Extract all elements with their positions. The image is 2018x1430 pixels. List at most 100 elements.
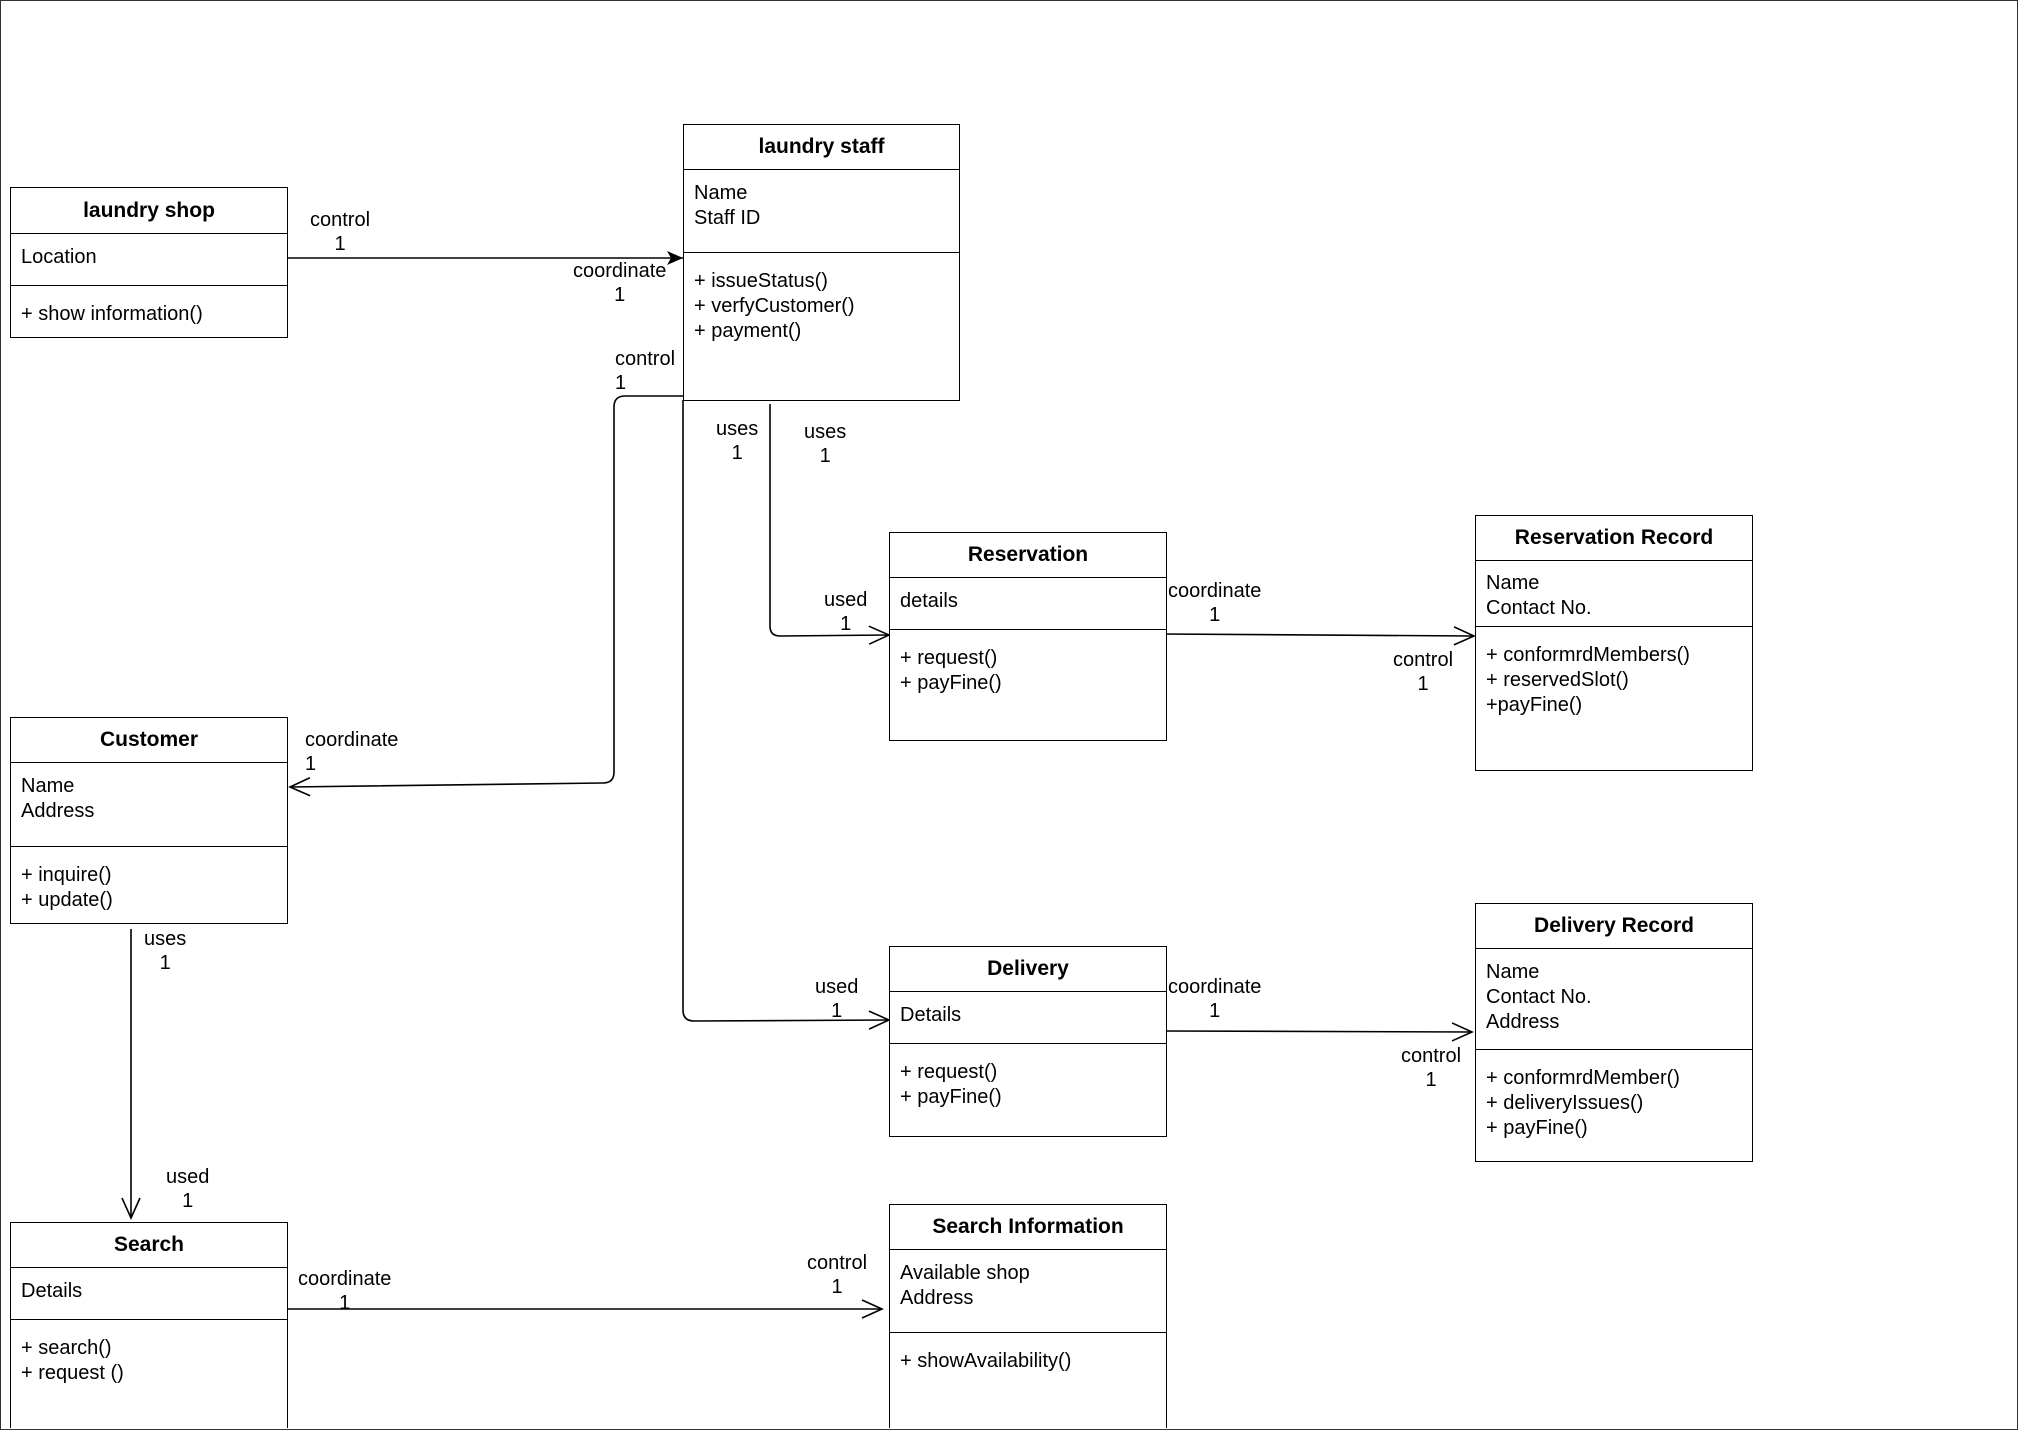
attribute: Name [694,182,748,204]
class-name: Delivery Record [1476,904,1752,949]
link-reservation-record [1160,626,1476,646]
class-customer[interactable]: Customer Name Address + inquire() + upda… [10,717,288,924]
attribute: Contact No. [1486,986,1592,1008]
class-attributes: details [890,578,1166,630]
class-laundry-shop[interactable]: laundry shop Location + show information… [10,187,288,338]
class-delivery[interactable]: Delivery Details + request() + payFine() [889,946,1167,1137]
role-name: control [1401,1045,1462,1067]
attribute: Contact No. [1486,597,1592,619]
class-name: Search [11,1223,287,1268]
multiplicity: 1 [159,952,171,974]
class-operations: + search() + request () [11,1320,287,1386]
role-name: used [824,589,868,611]
multiplicity: 1 [1209,1000,1221,1022]
class-name: Delivery [890,947,1166,992]
operation: + request() [900,647,998,669]
role-name: uses [804,421,847,443]
multiplicity: 1 [1417,673,1429,695]
class-name: laundry staff [684,125,959,170]
attribute: Address [900,1287,974,1309]
attribute: Available shop [900,1262,1030,1284]
operation: +payFine() [1486,694,1583,716]
operation: + request() [900,1061,998,1083]
label-delivery-record-target: control 1 [1401,1044,1461,1092]
role-name: uses [716,418,759,440]
role-name: coordinate [573,260,667,282]
attribute: Address [21,800,95,822]
role-name: coordinate [305,729,399,751]
role-name: control [310,209,371,231]
class-attributes: Available shop Address [890,1250,1166,1333]
class-operations: + showAvailability() [890,1333,1166,1374]
class-operations: + inquire() + update() [11,847,287,913]
multiplicity: 1 [334,233,346,255]
link-delivery-record [1165,1022,1474,1042]
operation: + show information() [21,303,203,325]
class-attributes: Name Contact No. [1476,561,1752,627]
class-search[interactable]: Search Details + search() + request () [10,1222,288,1428]
operation: + verfyCustomer() [694,295,855,317]
operation: + request () [21,1362,124,1384]
class-operations: + conformrdMember() + deliveryIssues() +… [1476,1050,1752,1141]
label-staff-reservation-target: used 1 [824,588,867,636]
role-name: control [1393,649,1454,671]
link-staff-delivery [682,400,891,1030]
class-reservation[interactable]: Reservation details + request() + payFin… [889,532,1167,741]
operation: + payment() [694,320,802,342]
role-name: coordinate [1168,580,1262,602]
label-search-info-target: control 1 [807,1251,867,1299]
label-customer-search-target: used 1 [166,1165,209,1213]
attribute: Address [1486,1011,1560,1033]
class-search-information[interactable]: Search Information Available shop Addres… [889,1204,1167,1428]
operation: + issueStatus() [694,270,828,292]
multiplicity: 1 [831,1000,843,1022]
multiplicity: 1 [840,613,852,635]
label-staff-customer-source: control 1 [615,347,675,395]
role-name: coordinate [1168,976,1262,998]
class-reservation-record[interactable]: Reservation Record Name Contact No. + co… [1475,515,1753,771]
operation: + payFine() [900,672,1002,694]
class-attributes: Location [11,234,287,286]
class-attributes: Name Address [11,763,287,847]
attribute: Location [21,246,97,268]
multiplicity: 1 [1425,1069,1437,1091]
label-customer-search-source: uses 1 [144,927,186,975]
operation: + payFine() [900,1086,1002,1108]
operation: + conformrdMembers() [1486,644,1690,666]
operation: + conformrdMember() [1486,1067,1680,1089]
operation: + deliveryIssues() [1486,1092,1644,1114]
class-laundry-staff[interactable]: laundry staff Name Staff ID + issueStatu… [683,124,960,401]
label-shop-staff-target: coordinate 1 [573,259,666,307]
multiplicity: 1 [339,1292,351,1314]
label-staff-reservation-source: uses 1 [804,420,846,468]
attribute: Details [21,1280,83,1302]
multiplicity: 1 [1209,604,1221,626]
label-staff-delivery-source: uses 1 [716,417,758,465]
operation: + search() [21,1337,112,1359]
class-name: Reservation Record [1476,516,1752,561]
operation: + update() [21,889,113,911]
class-operations: + show information() [11,286,287,327]
attribute: Name [21,775,75,797]
attribute: Details [900,1004,962,1026]
attribute: Name [1486,572,1540,594]
class-delivery-record[interactable]: Delivery Record Name Contact No. Address… [1475,903,1753,1162]
multiplicity: 1 [614,284,626,306]
operation: + showAvailability() [900,1350,1072,1372]
label-search-info-source: coordinate 1 [298,1267,391,1315]
multiplicity: 1 [819,445,831,467]
class-operations: + request() + payFine() [890,630,1166,696]
role-name: control [615,348,676,370]
link-staff-customer [288,395,683,797]
class-attributes: Name Staff ID [684,170,959,253]
label-delivery-record-source: coordinate 1 [1168,975,1261,1023]
label-shop-staff-source: control 1 [310,208,370,256]
class-attributes: Details [890,992,1166,1044]
role-name: control [807,1252,868,1274]
role-name: used [815,976,859,998]
attribute: Name [1486,961,1540,983]
class-operations: + request() + payFine() [890,1044,1166,1110]
label-staff-delivery-target: used 1 [815,975,858,1023]
class-name: Reservation [890,533,1166,578]
